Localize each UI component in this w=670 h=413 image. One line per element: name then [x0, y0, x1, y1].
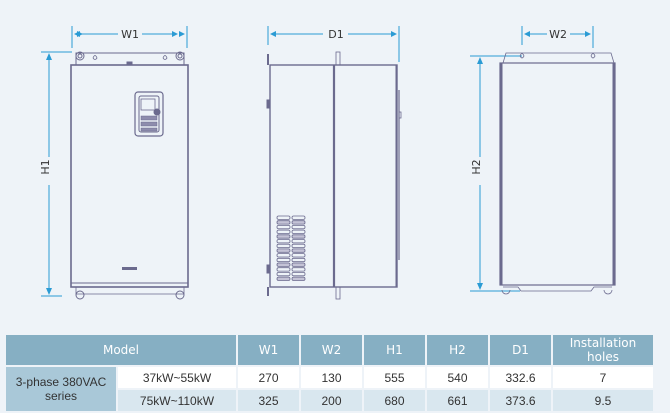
series-label: 3-phase 380VAC series [6, 367, 116, 411]
header-model: Model [6, 335, 236, 365]
vent-grille [276, 215, 306, 281]
header-w2: W2 [301, 335, 362, 365]
cell-holes: 9.5 [553, 390, 653, 411]
front-handle [122, 267, 137, 270]
h2-dimension [470, 55, 522, 292]
cell-w1: 325 [238, 390, 299, 411]
back-housing [499, 62, 616, 286]
table-header-row: Model W1 W2 H1 H2 D1 Installation holes [6, 335, 653, 365]
header-d1: D1 [490, 335, 551, 365]
cell-holes: 7 [553, 367, 653, 388]
header-h2: H2 [427, 335, 488, 365]
vent-slot [291, 271, 306, 277]
dimensions-table: Model W1 W2 H1 H2 D1 Installation holes … [4, 333, 655, 413]
w2-label: W2 [549, 28, 567, 41]
vent-slot [276, 243, 291, 248]
cell-model: 37kW~55kW [118, 367, 236, 388]
cell-h2: 540 [427, 367, 488, 388]
header-installation-holes: Installation holes [553, 335, 653, 365]
vent-slot [276, 262, 291, 267]
vent-slot [276, 220, 291, 225]
cell-h1: 680 [364, 390, 425, 411]
cell-w2: 130 [301, 367, 362, 388]
cell-w2: 200 [301, 390, 362, 411]
d1-label: D1 [328, 28, 343, 41]
vent-slot [276, 224, 291, 230]
vent-slot [291, 234, 306, 239]
vent-slot [291, 229, 306, 234]
vent-slot [276, 215, 291, 220]
cell-model: 75kW~110kW [118, 390, 236, 411]
vent-slot [291, 276, 306, 281]
cell-h2: 661 [427, 390, 488, 411]
vent-slot [276, 239, 291, 244]
w1-label: W1 [121, 28, 139, 41]
table-row: 75kW~110kW 325 200 680 661 373.6 9.5 [6, 390, 653, 411]
vent-slot [276, 229, 291, 234]
d1-dimension [267, 26, 400, 62]
table-row: 3-phase 380VAC series 37kW~55kW 270 130 … [6, 367, 653, 411]
vent-slot [291, 248, 306, 253]
w1-dimension [71, 26, 188, 48]
header-w1: W1 [238, 335, 299, 365]
keypad-icon [134, 91, 164, 137]
vent-slot [276, 271, 291, 277]
vent-slot [291, 257, 306, 263]
vent-slot [291, 253, 306, 258]
h1-dimension [41, 51, 72, 297]
w2-dimension [521, 26, 594, 48]
vent-slot [276, 267, 291, 272]
cell-w1: 270 [238, 367, 299, 388]
dimension-drawing: W1 H1 [39, 26, 616, 300]
vent-slot [291, 262, 306, 267]
vent-slot [291, 224, 306, 230]
vent-slot [291, 267, 306, 272]
back-view: W2 H2 [470, 26, 616, 295]
vent-slot [291, 239, 306, 244]
h1-label: H1 [39, 159, 52, 174]
cell-d1: 332.6 [490, 367, 551, 388]
vent-slot [276, 234, 291, 239]
vent-slot [291, 215, 306, 220]
vent-slot [276, 253, 291, 258]
header-h1: H1 [364, 335, 425, 365]
vent-slot [291, 220, 306, 225]
vent-slot [276, 257, 291, 263]
vent-slot [276, 248, 291, 253]
cell-d1: 373.6 [490, 390, 551, 411]
side-view: D1 [266, 26, 402, 300]
vent-slot [291, 243, 306, 248]
vent-slot [276, 276, 291, 281]
front-view: W1 H1 [39, 26, 189, 300]
h2-label: H2 [470, 159, 483, 174]
front-housing [70, 64, 189, 288]
cell-h1: 555 [364, 367, 425, 388]
